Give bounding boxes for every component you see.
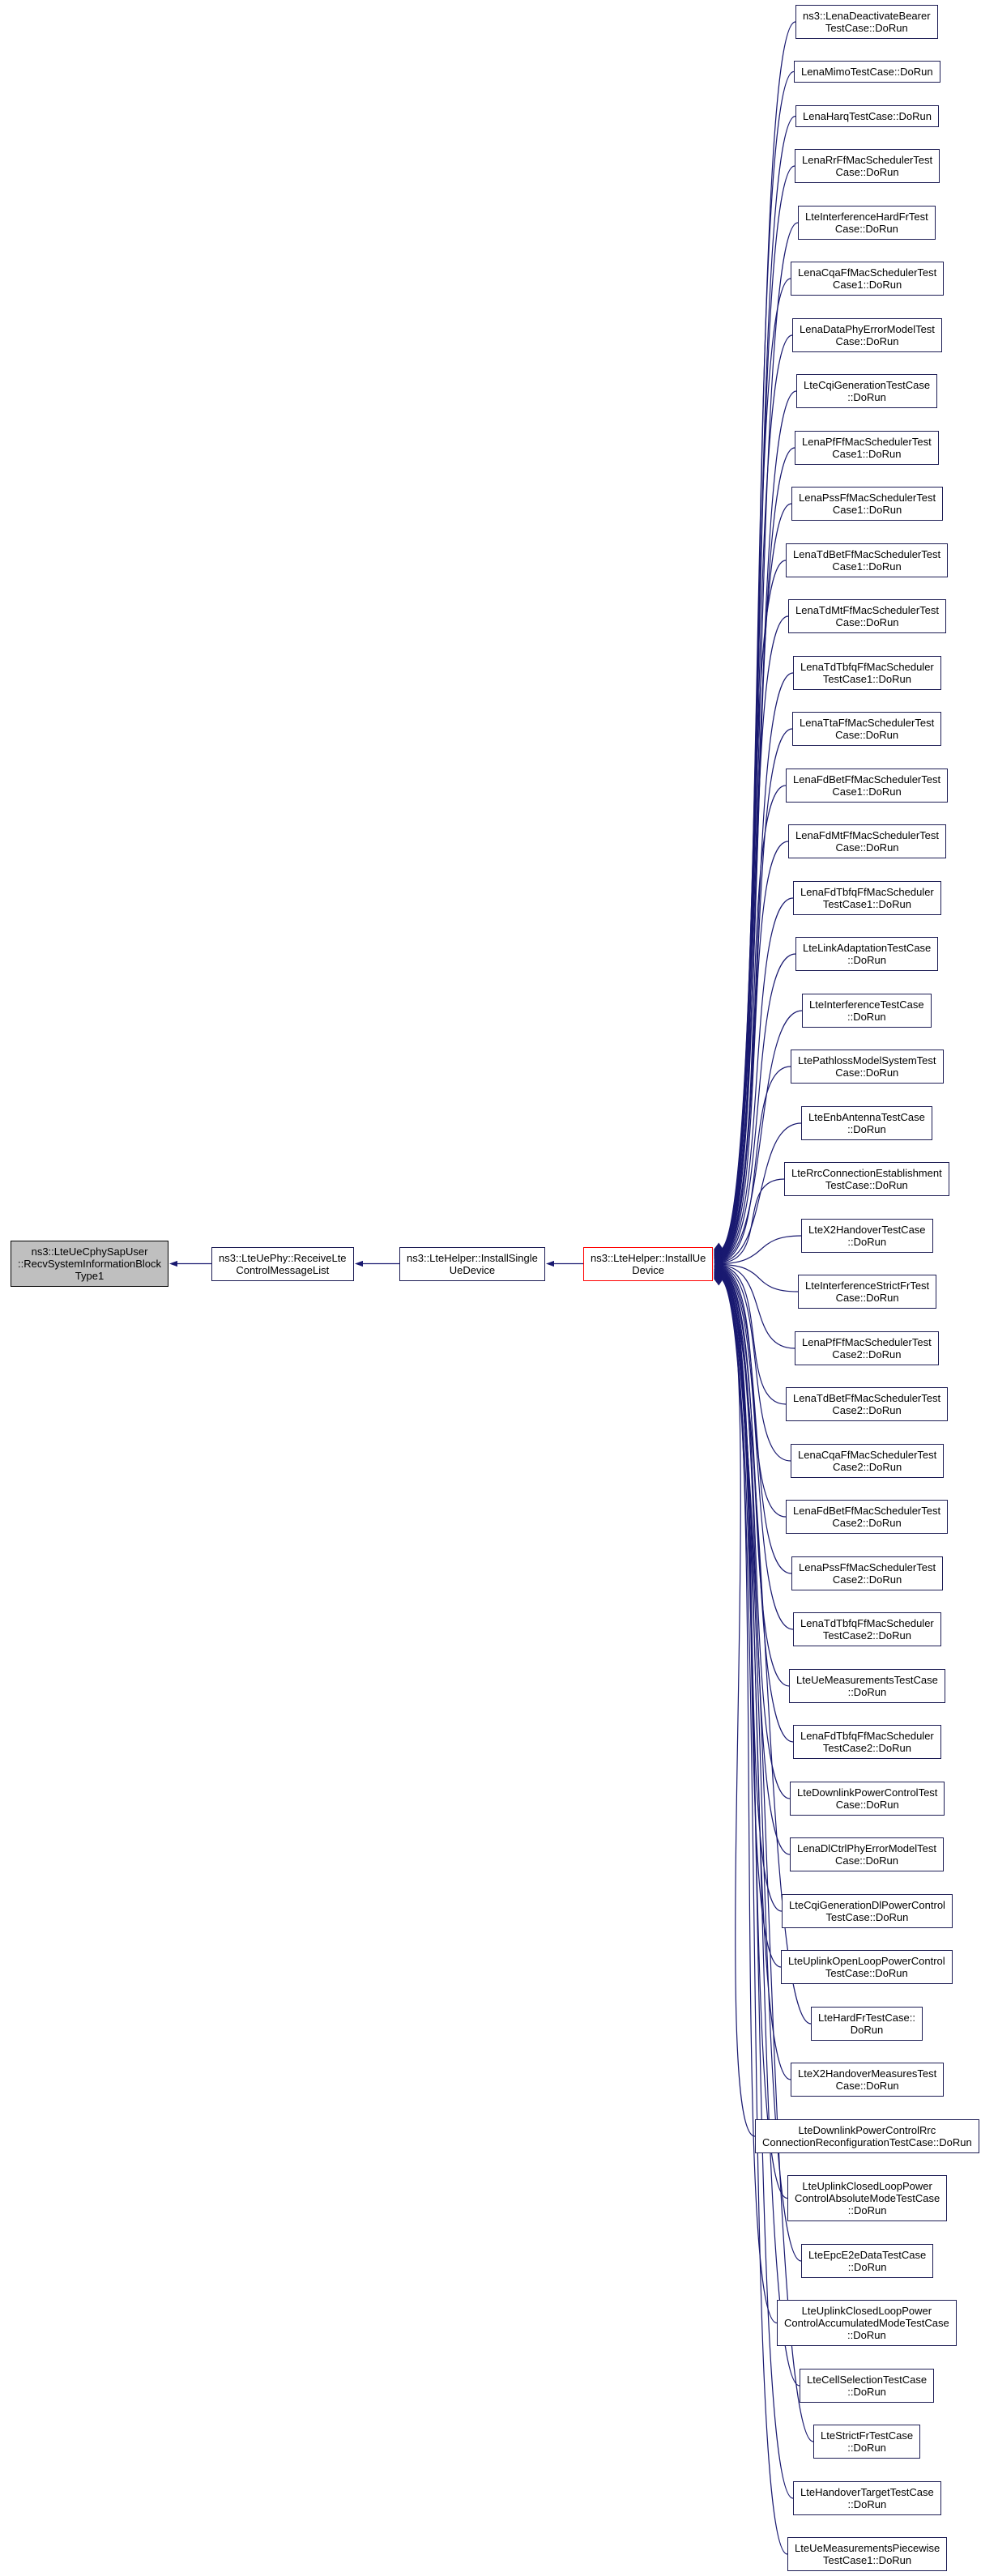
graph-node-lenapfffmacschedulertest-case2-dorun[interactable]: LenaPfFfMacSchedulerTest Case2::DoRun — [795, 1331, 939, 1365]
graph-node-lteuemeasurementstestcase-dorun[interactable]: LteUeMeasurementsTestCase ::DoRun — [789, 1669, 945, 1703]
graph-node-ns3-ltehelper-installue-device[interactable]: ns3::LteHelper::InstallUe Device — [583, 1247, 714, 1281]
graph-node-lteepce2edatatestcase-dorun[interactable]: LteEpcE2eDataTestCase ::DoRun — [801, 2244, 934, 2278]
graph-node-lenatdmtffmacschedulertest-case-dorun[interactable]: LenaTdMtFfMacSchedulerTest Case::DoRun — [788, 599, 947, 633]
graph-node-lenacqaffmacschedulertest-case2-dorun[interactable]: LenaCqaFfMacSchedulerTest Case2::DoRun — [791, 1444, 945, 1478]
graph-edge — [720, 222, 799, 1253]
graph-edge — [720, 1276, 814, 2442]
graph-node-lenafdbetffmacschedulertest-case1-dorun[interactable]: LenaFdBetFfMacSchedulerTest Case1::DoRun — [786, 769, 949, 803]
graph-arrowhead — [546, 1260, 554, 1267]
graph-edge — [720, 728, 793, 1258]
graph-node-lteuemeasurementspiecewise-testcase1-dorun[interactable]: LteUeMeasurementsPiecewise TestCase1::Do… — [787, 2537, 948, 2571]
graph-node-lenatdtbfqffmacscheduler-testcase2-dorun[interactable]: LenaTdTbfqFfMacScheduler TestCase2::DoRu… — [793, 1612, 941, 1646]
graph-arrowhead — [169, 1260, 177, 1267]
graph-edge — [720, 447, 795, 1255]
graph-node-lteuplinkclosedlooppower-controlaccumulatedmodetestcase-doru[interactable]: LteUplinkClosedLoopPower ControlAccumula… — [777, 2300, 957, 2346]
graph-edge — [720, 953, 796, 1262]
graph-edge — [720, 785, 787, 1259]
graph-node-lenatdbetffmacschedulertest-case1-dorun[interactable]: LenaTdBetFfMacSchedulerTest Case1::DoRun — [786, 543, 949, 577]
graph-node-lenatdtbfqffmacscheduler-testcase1-dorun[interactable]: LenaTdTbfqFfMacScheduler TestCase1::DoRu… — [793, 656, 941, 690]
graph-node-lenarrffmacschedulertest-case-dorun[interactable]: LenaRrFfMacSchedulerTest Case::DoRun — [795, 149, 940, 183]
graph-node-ltehardfrtestcase-dorun[interactable]: LteHardFrTestCase:: DoRun — [811, 2007, 923, 2041]
graph-edge — [720, 1010, 803, 1262]
graph-edge — [720, 1264, 795, 1349]
graph-node-ltedownlinkpowercontroltest-case-dorun[interactable]: LteDownlinkPowerControlTest Case::DoRun — [790, 1782, 945, 1816]
graph-node-ltepathlossmodelsystemtest-case-dorun[interactable]: LtePathlossModelSystemTest Case::DoRun — [791, 1050, 944, 1084]
graph-node-ltehandovertargettestcase-dorun[interactable]: LteHandoverTargetTestCase ::DoRun — [793, 2481, 941, 2515]
graph-node-ltecqigenerationdlpowercontrol-testcase-dorun[interactable]: LteCqiGenerationDlPowerControl TestCase:… — [782, 1894, 953, 1928]
graph-node-ns3-lteuecphysapuser-recvsysteminformationblock-type1: ns3::LteUeCphySapUser ::RecvSystemInform… — [11, 1241, 169, 1287]
graph-node-lterrcconnectionestablishment-testcase-dorun[interactable]: LteRrcConnectionEstablishment TestCase::… — [784, 1162, 949, 1196]
graph-node-lenattaffmacschedulertest-case-dorun[interactable]: LenaTtaFfMacSchedulerTest Case::DoRun — [792, 712, 942, 746]
graph-edge — [720, 1267, 794, 1630]
graph-node-lenadataphyerrormodeltest-case-dorun[interactable]: LenaDataPhyErrorModelTest Case::DoRun — [792, 318, 942, 352]
graph-edge — [720, 841, 789, 1260]
graph-edge — [720, 1277, 794, 2499]
graph-node-ltex2handovertestcase-dorun[interactable]: LteX2HandoverTestCase ::DoRun — [801, 1219, 933, 1253]
graph-node-lteuplinkopenlooppowercontrol-testcase-dorun[interactable]: LteUplinkOpenLoopPowerControl TestCase::… — [781, 1950, 953, 1984]
graph-node-lteinterferencestrictfrtest-case-dorun[interactable]: LteInterferenceStrictFrTest Case::DoRun — [798, 1275, 937, 1309]
graph-edge — [720, 165, 795, 1252]
graph-arrowhead — [355, 1260, 363, 1267]
graph-edge — [720, 897, 794, 1261]
graph-node-lteinterferencetestcase-dorun[interactable]: LteInterferenceTestCase ::DoRun — [802, 994, 932, 1028]
graph-node-lenaharqtestcase-dorun[interactable]: LenaHarqTestCase::DoRun — [795, 105, 939, 127]
graph-edge — [720, 1273, 756, 2137]
graph-edge — [720, 1275, 802, 2262]
graph-node-ltecqigenerationtestcase-dorun[interactable]: LteCqiGenerationTestCase ::DoRun — [796, 374, 938, 408]
graph-node-lteenbantennatestcase-dorun[interactable]: LteEnbAntennaTestCase ::DoRun — [801, 1106, 932, 1140]
graph-edge — [720, 1266, 791, 1462]
graph-node-ltelinkadaptationtestcase-dorun[interactable]: LteLinkAdaptationTestCase ::DoRun — [795, 937, 939, 971]
graph-node-lenafdbetffmacschedulertest-case2-dorun[interactable]: LenaFdBetFfMacSchedulerTest Case2::DoRun — [786, 1500, 949, 1534]
graph-edge — [720, 1270, 791, 1855]
graph-node-ns3-ltehelper-installsingle-uedevice[interactable]: ns3::LteHelper::InstallSingle UeDevice — [399, 1247, 545, 1281]
graph-edge — [720, 1267, 787, 1518]
graph-edge — [720, 560, 787, 1257]
graph-node-lenapfffmacschedulertest-case1-dorun[interactable]: LenaPfFfMacSchedulerTest Case1::DoRun — [795, 431, 939, 465]
graph-node-ns3-lteuephy-receivelte-controlmessagelist[interactable]: ns3::LteUePhy::ReceiveLte ControlMessage… — [211, 1247, 354, 1281]
graph-node-lenafdtbfqffmacscheduler-testcase1-dorun[interactable]: LenaFdTbfqFfMacScheduler TestCase1::DoRu… — [793, 881, 941, 915]
graph-edge — [720, 1178, 785, 1264]
graph-node-lenafdtbfqffmacscheduler-testcase2-dorun[interactable]: LenaFdTbfqFfMacScheduler TestCase2::DoRu… — [793, 1725, 941, 1759]
graph-node-lenamimotestcase-dorun[interactable]: LenaMimoTestCase::DoRun — [794, 61, 940, 83]
graph-edge — [720, 1235, 802, 1265]
graph-node-lteuplinkclosedlooppower-controlabsolutemodetestcase-dorun[interactable]: LteUplinkClosedLoopPower ControlAbsolute… — [787, 2175, 948, 2221]
graph-node-lenapssffmacschedulertest-case1-dorun[interactable]: LenaPssFfMacSchedulerTest Case1::DoRun — [791, 487, 944, 521]
graph-arrowhead — [714, 1279, 723, 1286]
graph-node-lenapssffmacschedulertest-case2-dorun[interactable]: LenaPssFfMacSchedulerTest Case2::DoRun — [791, 1556, 944, 1590]
graph-edge — [720, 1263, 799, 1292]
graph-node-lenadlctrlphyerrormodeltest-case-dorun[interactable]: LenaDlCtrlPhyErrorModelTest Case::DoRun — [790, 1837, 944, 1871]
graph-node-lenatdbetffmacschedulertest-case2-dorun[interactable]: LenaTdBetFfMacSchedulerTest Case2::DoRun — [786, 1387, 949, 1421]
graph-node-ltedownlinkpowercontrolrrc-connectionreconfigurationtestcase[interactable]: LteDownlinkPowerControlRrc ConnectionRec… — [755, 2119, 979, 2153]
graph-edge — [720, 1066, 791, 1262]
graph-edge — [720, 1267, 792, 1574]
graph-node-ns3-lenadeactivatebearer-testcase-dorun[interactable]: ns3::LenaDeactivateBearer TestCase::DoRu… — [795, 5, 938, 39]
graph-node-lenafdmtffmacschedulertest-case-dorun[interactable]: LenaFdMtFfMacSchedulerTest Case::DoRun — [788, 824, 947, 858]
graph-edge — [720, 1270, 791, 1799]
graph-edge — [720, 615, 789, 1258]
graph-node-lteinterferencehardfrtest-case-dorun[interactable]: LteInterferenceHardFrTest Case::DoRun — [798, 206, 936, 240]
graph-edge — [720, 672, 794, 1258]
graph-node-lenacqaffmacschedulertest-case1-dorun[interactable]: LenaCqaFfMacSchedulerTest Case1::DoRun — [791, 262, 945, 296]
graph-node-ltestrictfrtestcase-dorun[interactable]: LteStrictFrTestCase ::DoRun — [813, 2425, 921, 2459]
graph-edge — [720, 278, 791, 1254]
graph-node-ltex2handovermeasurestest-case-dorun[interactable]: LteX2HandoverMeasuresTest Case::DoRun — [791, 2063, 945, 2097]
graph-node-ltecellselectiontestcase-dorun[interactable]: LteCellSelectionTestCase ::DoRun — [800, 2369, 935, 2403]
graph-edge — [720, 1265, 787, 1405]
graph-edge — [720, 1278, 788, 2555]
